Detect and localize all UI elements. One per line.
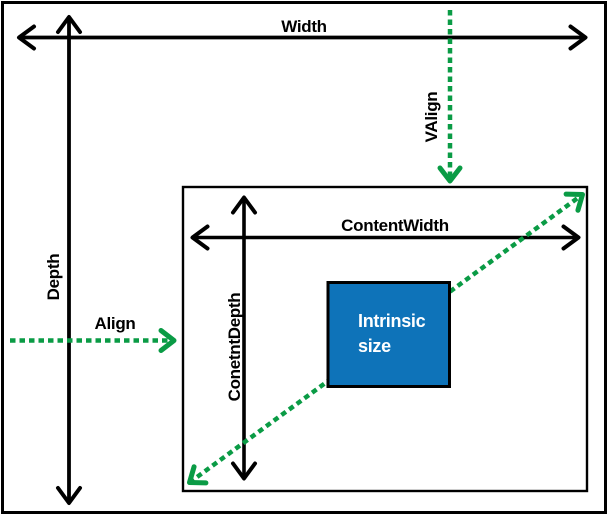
content-depth-label: ConetntDepth (225, 293, 244, 402)
diagonal-resize-arrow (187, 191, 585, 486)
depth-label: Depth (44, 254, 63, 301)
intrinsic-size-label-line2: size (358, 336, 391, 356)
intrinsic-size-label-line1: Intrinsic (358, 311, 426, 331)
width-label: Width (281, 17, 327, 36)
content-width-label: ContentWidth (341, 216, 449, 235)
align-label: Align (95, 314, 136, 333)
intrinsic-size-box (326, 281, 451, 388)
valign-label: VAlign (422, 92, 441, 143)
